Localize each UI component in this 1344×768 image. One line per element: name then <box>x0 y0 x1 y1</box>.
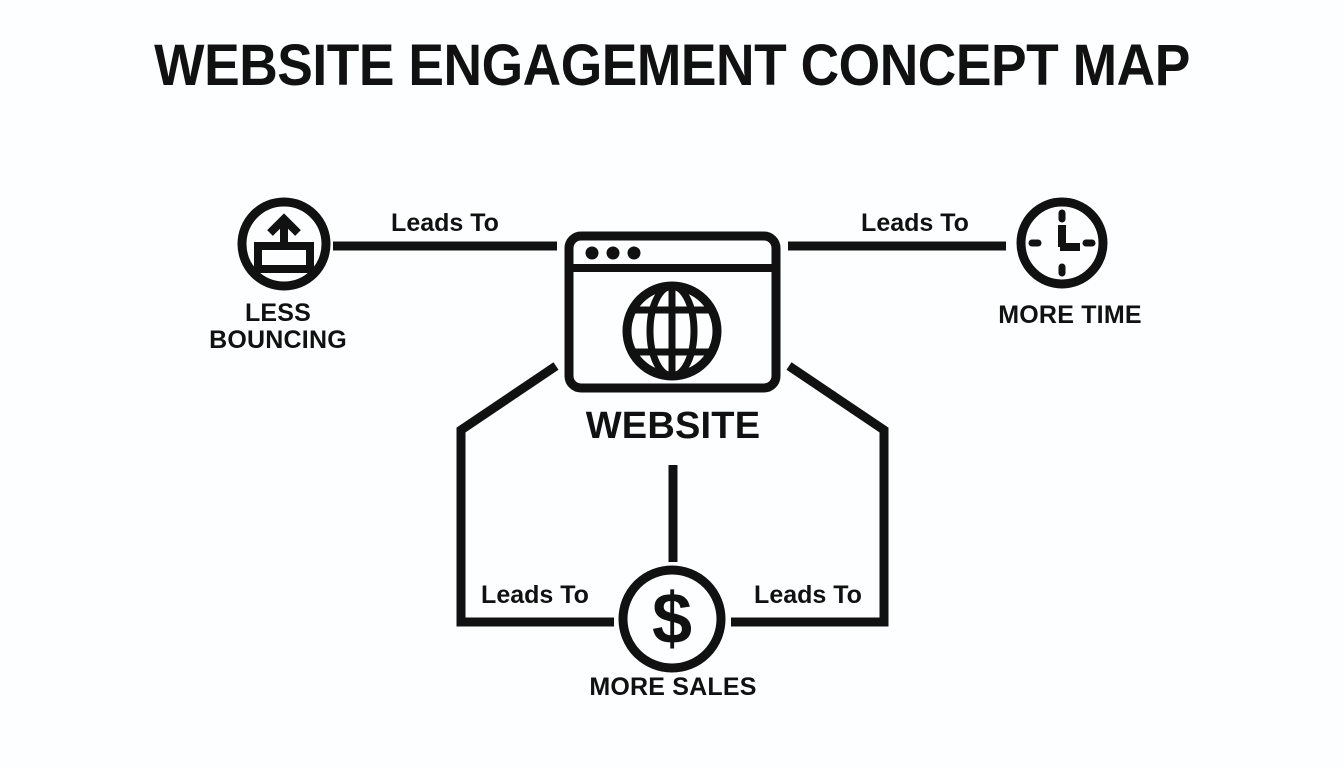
browser-dot-1 <box>585 246 599 260</box>
node-label-less-bouncing: LESS BOUNCING <box>209 299 347 354</box>
page-title: WEBSITE ENGAGEMENT CONCEPT MAP <box>154 33 1190 98</box>
edge-label-website-to-more-sales-left: Leads To <box>481 581 589 609</box>
edge-label-website-to-more-sales-right: Leads To <box>754 581 862 609</box>
node-label-website: WEBSITE <box>585 405 761 447</box>
edge-website-to-more-sales-right-line <box>731 362 889 627</box>
edge-label-website-to-more-time: Leads To <box>861 209 969 237</box>
globe-icon <box>622 281 722 381</box>
edge-label-website-to-less-bouncing: Leads To <box>391 209 499 237</box>
node-label-more-time: MORE TIME <box>998 301 1142 329</box>
edge-website-to-more-sales-left-line <box>456 362 614 627</box>
browser-dot-3 <box>627 246 641 260</box>
eject-circle-icon <box>237 197 331 291</box>
dollar-circle-icon: $ <box>618 565 726 673</box>
svg-text:$: $ <box>652 579 692 659</box>
clock-circle-icon <box>1016 197 1108 289</box>
browser-globe-icon <box>564 231 781 393</box>
browser-dot-2 <box>606 246 620 260</box>
node-label-more-sales: MORE SALES <box>589 673 757 701</box>
